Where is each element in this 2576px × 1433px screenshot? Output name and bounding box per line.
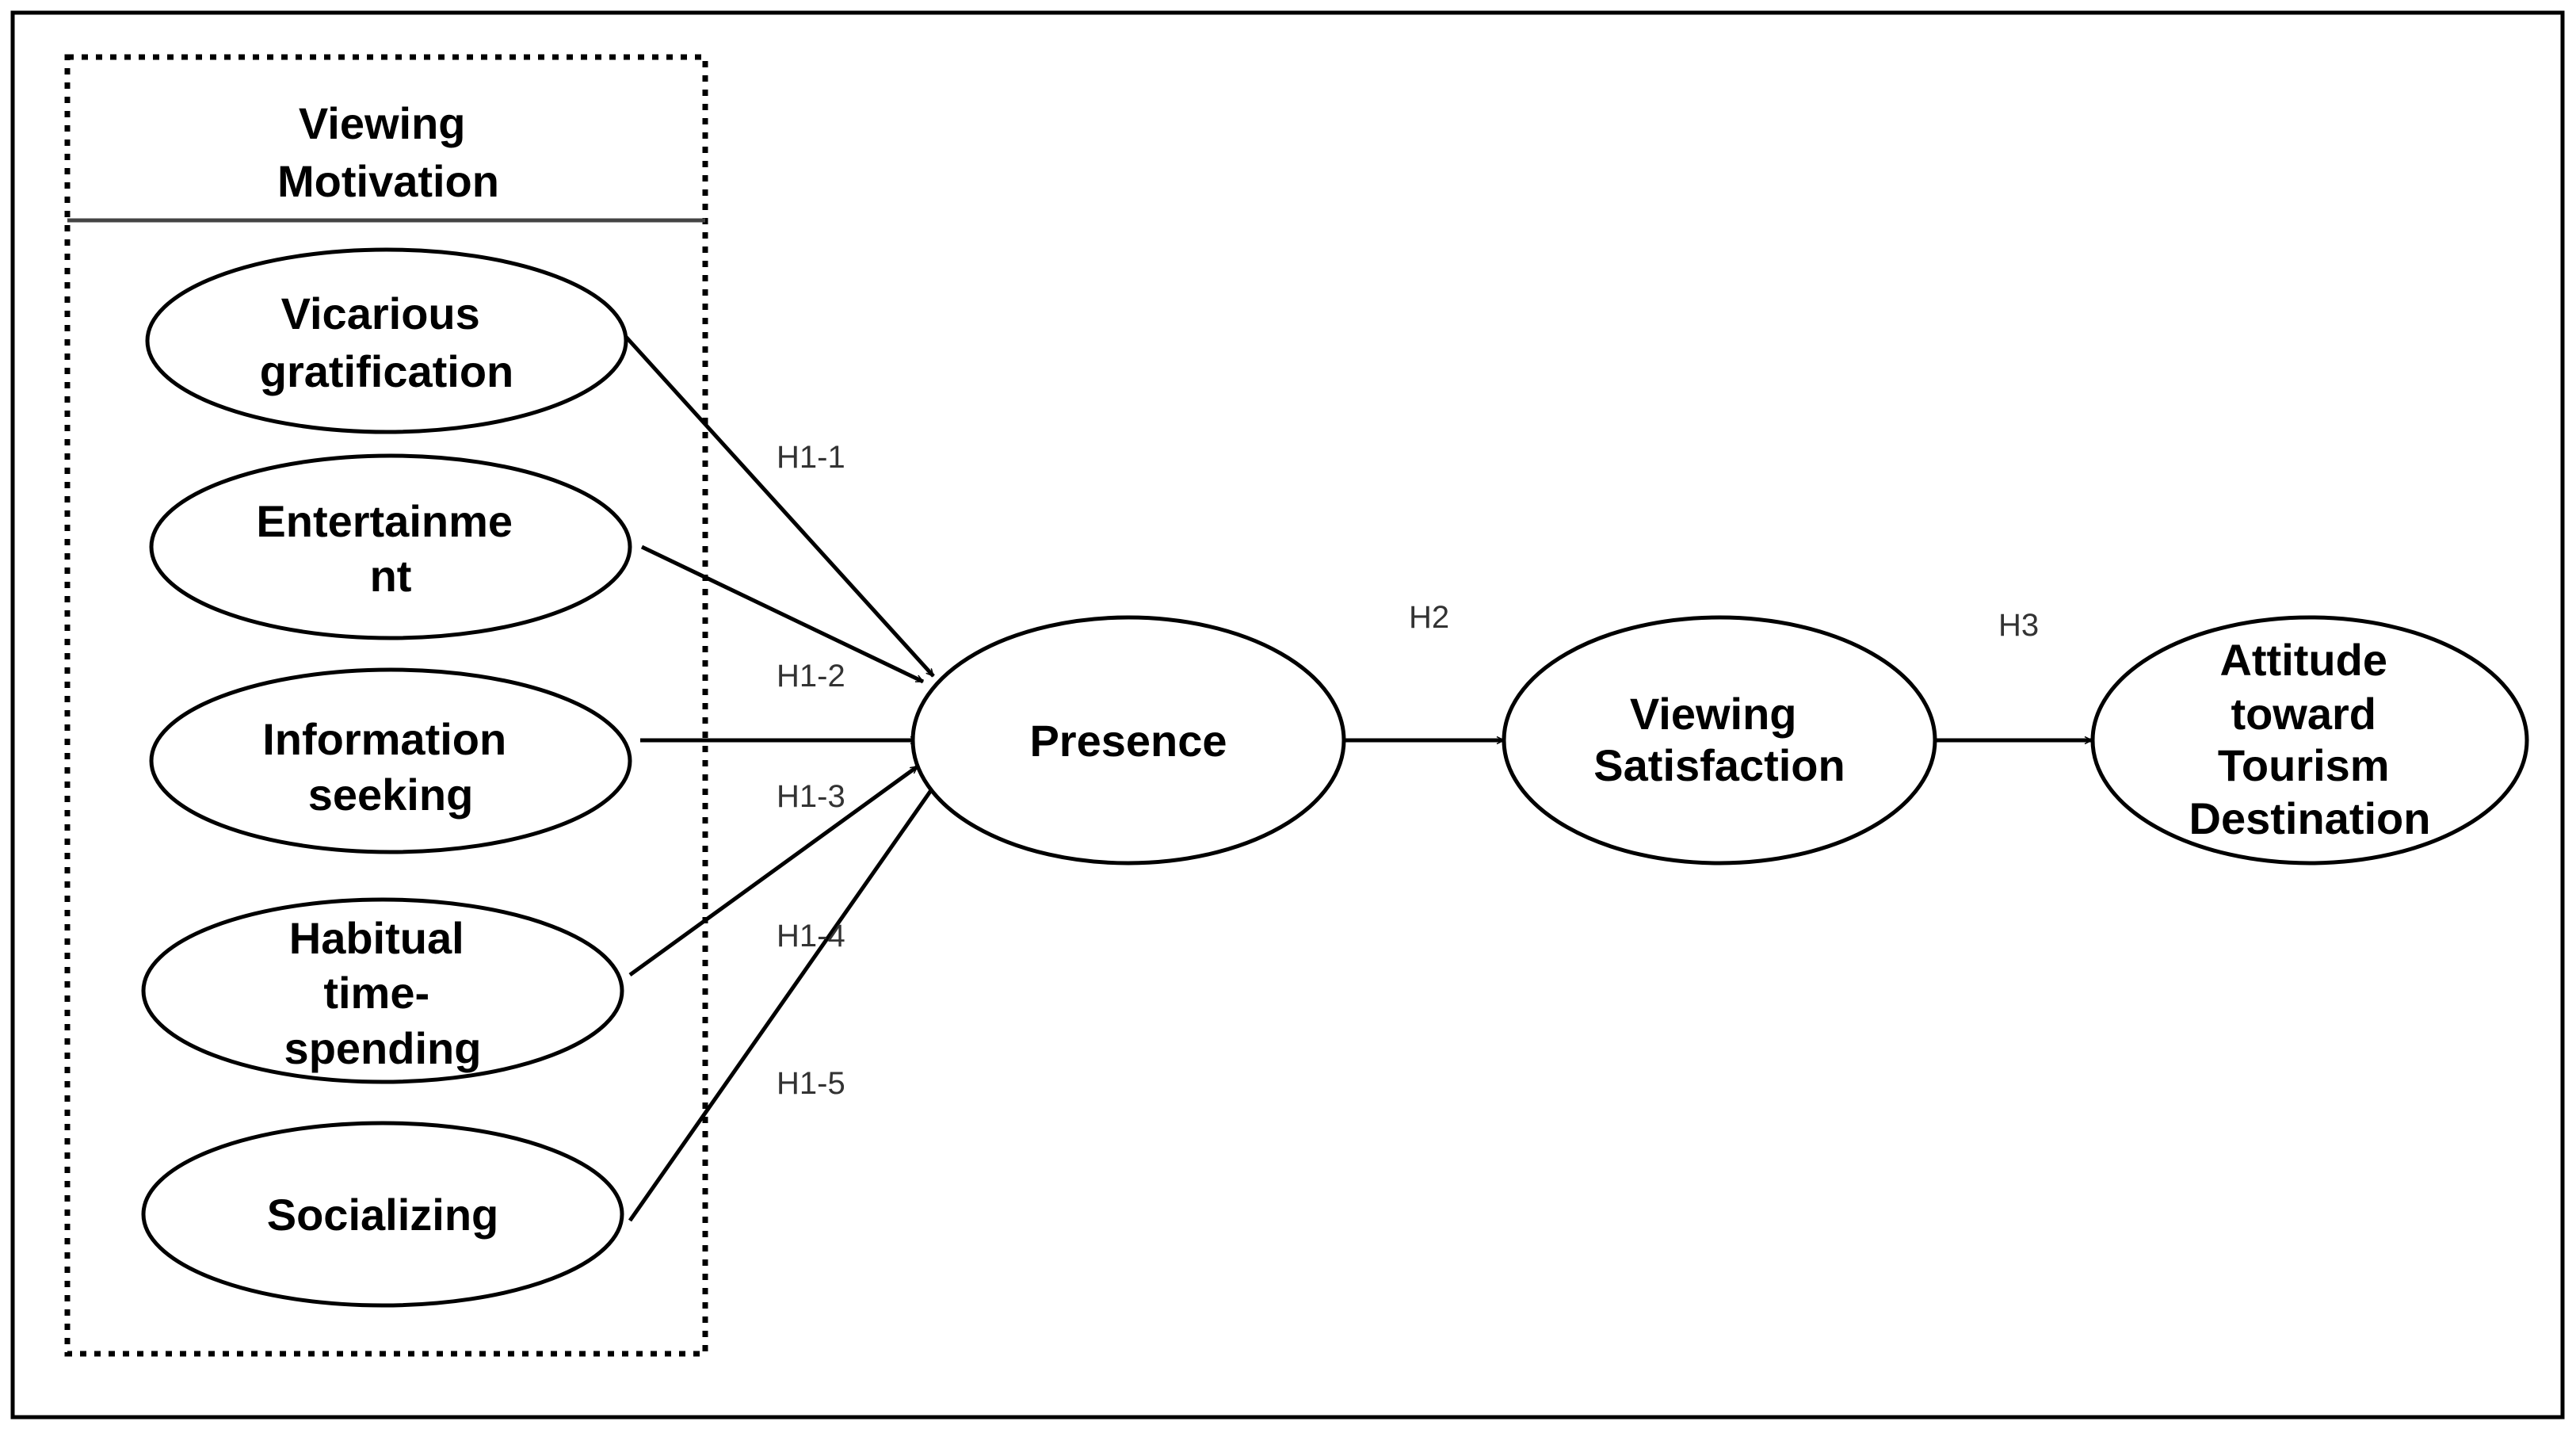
label-h1-5: H1-5 — [777, 1066, 845, 1101]
edge-h1-5 — [628, 783, 937, 1222]
edge-h1-1 — [624, 335, 935, 678]
label-h1-2: H1-2 — [777, 659, 845, 694]
outer-frame — [10, 10, 2565, 1420]
node-label: Habitual time- spending — [284, 913, 482, 1073]
node-ellipse — [141, 897, 624, 1084]
node-habitual-time-spending: Habitual time- spending — [141, 897, 624, 1084]
group-title: Viewing Motivation — [277, 98, 499, 206]
node-label: Attitude toward Tourism Destination — [2189, 635, 2431, 843]
node-label: Vicarious gratification — [260, 289, 513, 396]
edge-h1-4 — [628, 764, 919, 977]
node-label: Presence — [1029, 716, 1227, 766]
node-label: Viewing Satisfaction — [1593, 689, 1845, 790]
node-ellipse — [145, 247, 628, 434]
node-attitude-toward-tourism-destination: Attitude toward Tourism Destination — [2090, 615, 2529, 866]
label-h1-3: H1-3 — [777, 779, 845, 814]
node-entertainment: Entertainme nt — [149, 453, 632, 640]
node-socializing: Socializing — [141, 1121, 624, 1308]
node-ellipse — [149, 667, 632, 854]
label-h1-4: H1-4 — [777, 919, 845, 953]
label-h3: H3 — [1998, 608, 2039, 643]
label-h1-1: H1-1 — [777, 440, 845, 475]
node-ellipse — [1502, 615, 1937, 866]
node-label: Socializing — [267, 1190, 499, 1240]
node-label: Entertainme nt — [256, 496, 525, 601]
node-label: Information seeking — [262, 714, 519, 820]
node-ellipse — [149, 453, 632, 640]
node-ellipse — [141, 1121, 624, 1308]
edges — [624, 335, 2092, 1222]
edge-labels: H1-1 H1-2 H1-3 H1-4 H1-5 H2 H3 — [777, 440, 2039, 1101]
node-presence: Presence — [910, 615, 1346, 866]
node-ellipse — [2090, 615, 2529, 866]
node-information-seeking: Information seeking — [149, 667, 632, 854]
node-ellipse — [910, 615, 1346, 866]
label-h2: H2 — [1409, 600, 1449, 635]
viewing-motivation-group: Viewing Motivation — [64, 54, 708, 1357]
group-dashed-border — [64, 54, 708, 1357]
edge-h1-2 — [640, 545, 923, 684]
node-vicarious-gratification: Vicarious gratification — [145, 247, 628, 434]
node-viewing-satisfaction: Viewing Satisfaction — [1502, 615, 1937, 866]
